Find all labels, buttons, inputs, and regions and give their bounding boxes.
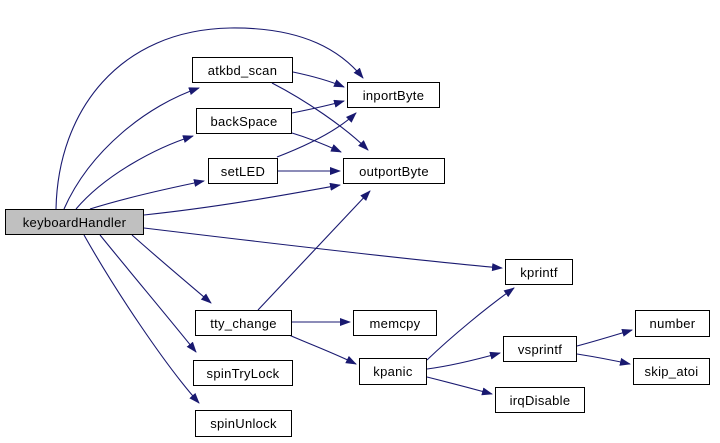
edge-keyboardHandler-spinUnlock (83, 234, 200, 404)
edge-kpanic-irqDisable (426, 376, 493, 396)
node-skip-atoi[interactable]: skip_atoi (633, 358, 710, 385)
node-outportbyte[interactable]: outportByte (343, 158, 445, 184)
edge-tty_change-kpanic (288, 334, 357, 365)
node-kpanic[interactable]: kpanic (359, 358, 427, 385)
node-kprintf[interactable]: kprintf (505, 259, 573, 285)
edge-keyboardHandler-inportByte (55, 27, 364, 210)
edge-kpanic-kprintf (426, 287, 515, 361)
node-setled[interactable]: setLED (208, 158, 278, 184)
node-irqdisable[interactable]: irqDisable (495, 387, 585, 413)
edge-backSpace-outportByte (291, 132, 342, 153)
edge-keyboardHandler-spinTryLock (99, 234, 197, 353)
edge-keyboardHandler-tty_change (131, 234, 212, 304)
node-memcpy[interactable]: memcpy (353, 310, 437, 336)
edge-vsprintf-skip_atoi (576, 353, 631, 366)
node-spinunlock[interactable]: spinUnlock (195, 410, 292, 437)
edge-keyboardHandler-setLED (89, 179, 205, 210)
edge-kpanic-vsprintf (426, 351, 501, 370)
edge-keyboardHandler-outportByte (143, 182, 341, 216)
edge-setLED-inportByte (276, 112, 357, 158)
edge-backSpace-inportByte (291, 99, 345, 114)
node-number[interactable]: number (635, 310, 710, 337)
edge-tty_change-outportByte (257, 190, 371, 311)
edge-keyboardHandler-kprintf (143, 227, 503, 272)
node-backspace[interactable]: backSpace (196, 108, 292, 134)
node-vsprintf[interactable]: vsprintf (503, 336, 577, 362)
edge-keyboardHandler-backSpace (75, 135, 194, 210)
node-spintrylock[interactable]: spinTryLock (193, 360, 293, 386)
edge-vsprintf-number (576, 329, 633, 347)
edge-atkbd_scan-outportByte (271, 82, 369, 151)
edge-atkbd_scan-inportByte (292, 71, 345, 88)
edge-keyboardHandler-atkbd_scan (63, 87, 200, 210)
node-inportbyte[interactable]: inportByte (347, 82, 440, 108)
node-keyboardhandler: keyboardHandler (5, 209, 144, 235)
node-atkbd-scan[interactable]: atkbd_scan (192, 57, 293, 83)
node-tty-change[interactable]: tty_change (195, 310, 292, 336)
